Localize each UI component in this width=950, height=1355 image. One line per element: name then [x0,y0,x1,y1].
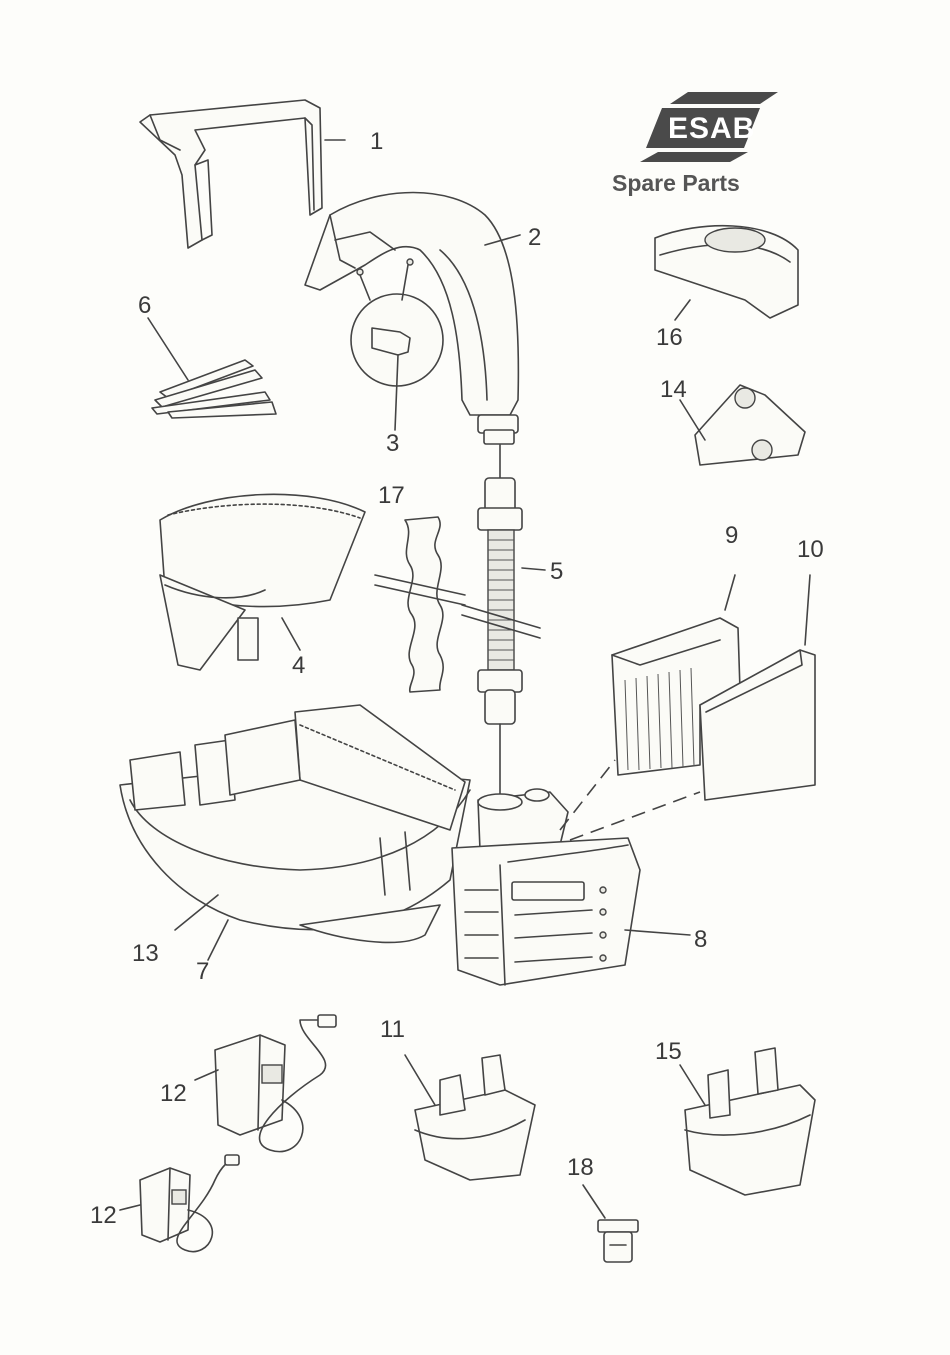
callout-12-lower: 12 [90,1204,117,1228]
part-11-battery [405,1055,535,1180]
callout-18: 18 [567,1156,594,1180]
callout-16: 16 [656,326,683,350]
part-3-screw-detail [351,265,443,430]
part-12-charger-large [195,1015,336,1152]
part-16-belt-clip [655,226,798,320]
part-7-belt [120,705,470,942]
spare-parts-heading: Spare Parts [612,170,740,197]
callout-10: 10 [797,538,824,562]
callout-12-upper: 12 [160,1082,187,1106]
part-14-plate [680,385,805,465]
callout-14: 14 [660,378,687,402]
part-15-battery [680,1048,815,1195]
callout-11: 11 [380,1018,405,1042]
esab-logo-text: ESAB [668,112,755,146]
part-6-strips [148,318,276,418]
callout-7: 7 [196,960,209,984]
callout-5: 5 [550,560,563,584]
callout-1: 1 [370,130,383,154]
part-12-charger-small [120,1155,239,1252]
callout-8: 8 [694,928,707,952]
part-17-wavy-strip [375,517,540,692]
callout-4: 4 [292,654,305,678]
callout-17: 17 [378,484,405,508]
callout-15: 15 [655,1040,682,1064]
part-18-fitting [583,1185,638,1262]
part-1-bracket [140,100,322,248]
part-4-cup-filter [160,494,365,670]
callout-2: 2 [528,226,541,250]
callout-6: 6 [138,294,151,318]
callout-9: 9 [725,524,738,548]
callout-13: 13 [132,942,159,966]
callout-3: 3 [386,432,399,456]
part-8-battery-unit [452,760,700,985]
